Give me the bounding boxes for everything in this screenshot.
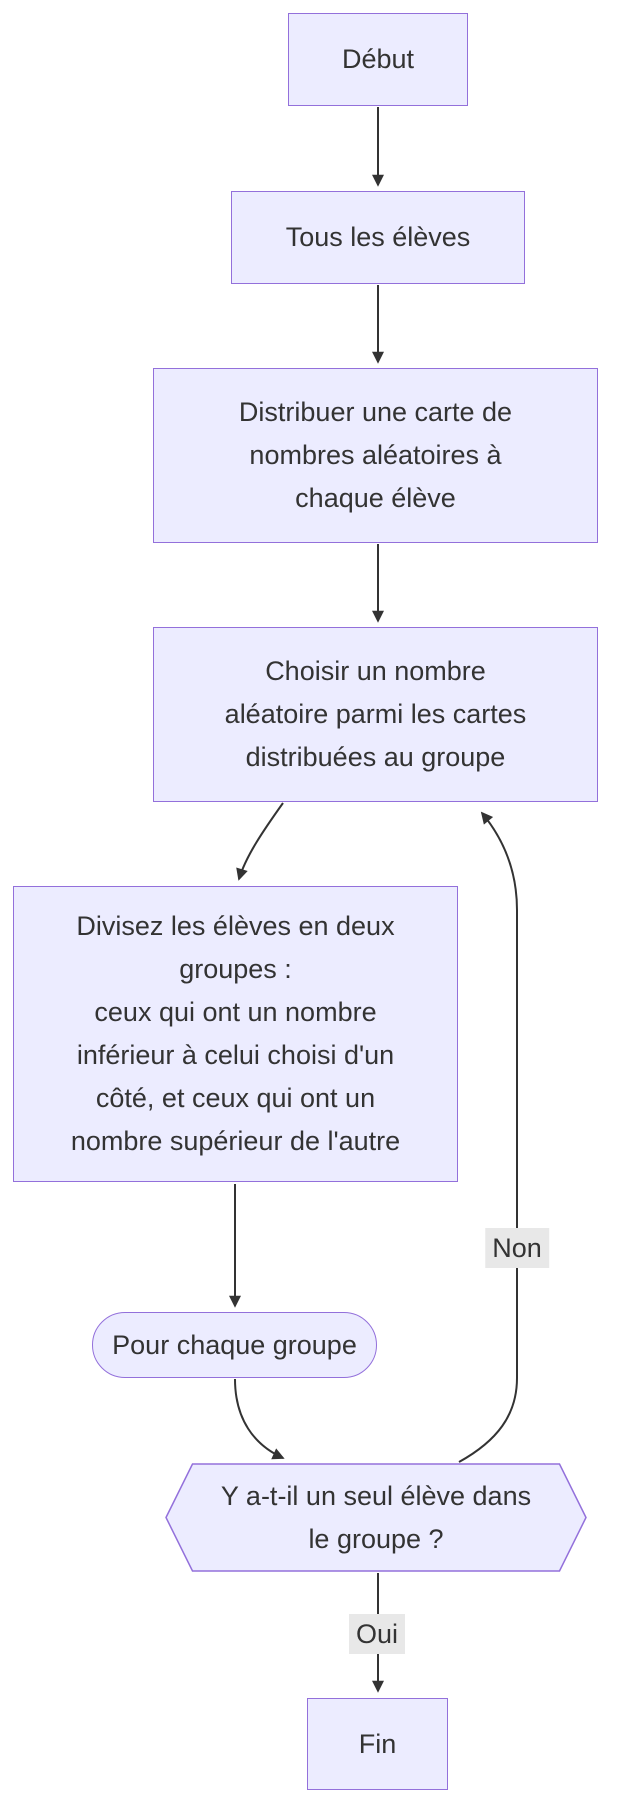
edge-label-non: Non	[485, 1228, 549, 1268]
edge-decision-choisir-non	[458, 811, 518, 1463]
hexagon-shape	[165, 1463, 587, 1572]
edge-choisir-divisez	[236, 802, 284, 881]
node-distribuer-cartes: Distribuer une carte de nombres aléatoir…	[153, 368, 598, 543]
node-decision-seul-eleve: Y a-t-il un seul élève dans le groupe ?	[165, 1463, 587, 1572]
edge-pour-decision	[234, 1378, 285, 1460]
node-choisir-nombre: Choisir un nombre aléatoire parmi les ca…	[153, 627, 598, 802]
node-debut: Début	[288, 13, 468, 106]
node-pour-chaque-groupe: Pour chaque groupe	[92, 1312, 377, 1378]
decision-label: Y a-t-il un seul élève dans le groupe ?	[220, 1480, 532, 1554]
node-divisez-groupes: Divisez les élèves en deux groupes : ceu…	[13, 886, 458, 1182]
node-tous-les-eleves: Tous les élèves	[231, 191, 525, 284]
node-fin: Fin	[307, 1698, 448, 1790]
edge-label-oui: Oui	[348, 1614, 406, 1654]
